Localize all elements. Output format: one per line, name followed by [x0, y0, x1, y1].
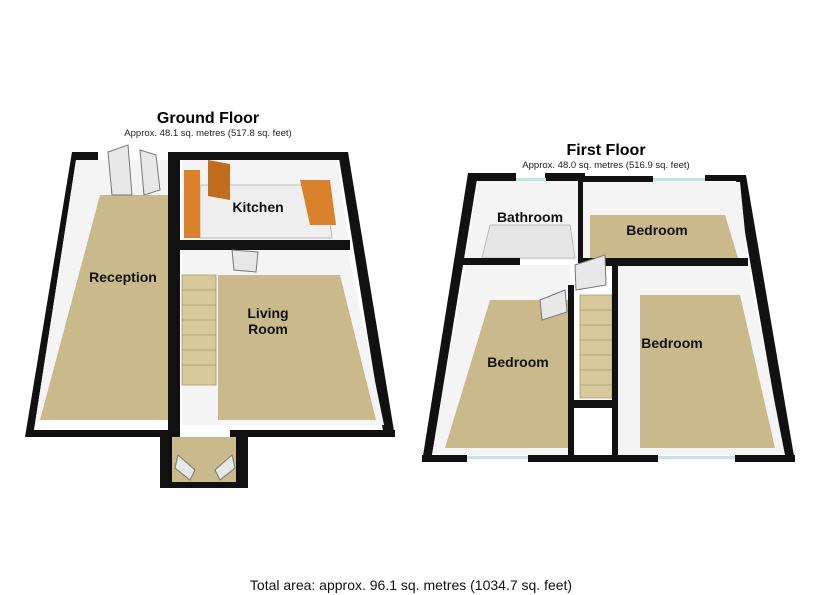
porch-wall: [160, 430, 172, 488]
kitchen-counter: [300, 180, 336, 225]
porch-front-wall: [160, 482, 248, 488]
bathroom-floor: [481, 224, 576, 259]
porch-wall: [236, 430, 248, 488]
bath-partition: [578, 173, 583, 263]
top-wall: [545, 173, 585, 181]
kitchen-counter: [184, 170, 200, 238]
top-wall: [583, 176, 653, 182]
room-label-bathroom: Bathroom: [497, 209, 563, 225]
kitchen-top-wall: [180, 152, 345, 160]
room-label-bedroom-top: Bedroom: [626, 222, 687, 238]
living-floor: [218, 275, 376, 420]
first-floor: First Floor Approx. 48.0 sq. metres (516…: [422, 142, 795, 462]
bedroom-top-bottom-wall: [583, 258, 748, 266]
ground-floor-area: Approx. 48.1 sq. metres (517.8 sq. feet): [124, 128, 291, 139]
ground-floor-title: Ground Floor: [157, 110, 259, 127]
ground-floor: Ground Floor Approx. 48.1 sq. metres (51…: [25, 110, 395, 488]
window: [658, 456, 735, 459]
room-label-bedroom-right: Bedroom: [641, 335, 702, 351]
reception-outer-wall: [25, 152, 170, 437]
total-area: Total area: approx. 96.1 sq. metres (103…: [250, 577, 572, 593]
window: [653, 178, 705, 181]
porch-door: [174, 454, 196, 481]
landing-door: [574, 254, 607, 291]
partition-wall: [568, 285, 574, 460]
room-label-kitchen: Kitchen: [232, 199, 283, 215]
reception-floor: [40, 195, 168, 420]
bedroom-right-floor: [640, 295, 775, 448]
bathroom-bottom-wall: [462, 258, 520, 265]
bottom-wall: [528, 455, 658, 462]
landing-wall: [570, 400, 618, 408]
kitchen-door: [208, 160, 230, 200]
right-outer-wall: [735, 175, 795, 462]
room-label-living: Living: [247, 305, 288, 321]
bottom-wall: [735, 455, 795, 462]
first-floor-area: Approx. 48.0 sq. metres (516.9 sq. feet): [522, 160, 689, 171]
kitchen-living-wall: [180, 240, 350, 250]
room-label-reception: Reception: [89, 269, 157, 285]
living-door: [231, 249, 259, 273]
left-outer-wall: [422, 173, 478, 462]
reception-wall-face: [34, 160, 100, 430]
porch-door: [214, 454, 236, 481]
first-floor-title: First Floor: [566, 142, 645, 159]
reception-door: [139, 149, 161, 196]
reception-door: [107, 144, 133, 196]
bedroom-door: [539, 289, 568, 321]
ground-stairs: [181, 274, 217, 386]
room-label-living-2: Room: [248, 321, 288, 337]
bedroom-left-floor: [445, 300, 568, 448]
partition-wall: [612, 262, 618, 462]
first-stairs: [579, 294, 613, 399]
window: [467, 456, 528, 459]
bedroom-top-floor: [590, 215, 738, 258]
living-bottom-wall: [230, 430, 395, 437]
room-label-bedroom-left: Bedroom: [487, 354, 548, 370]
window: [516, 178, 546, 181]
partition-wall: [168, 152, 180, 437]
right-outer-wall: [338, 152, 395, 437]
bottom-wall: [422, 455, 467, 462]
top-wall: [468, 173, 516, 181]
top-wall: [705, 175, 745, 181]
